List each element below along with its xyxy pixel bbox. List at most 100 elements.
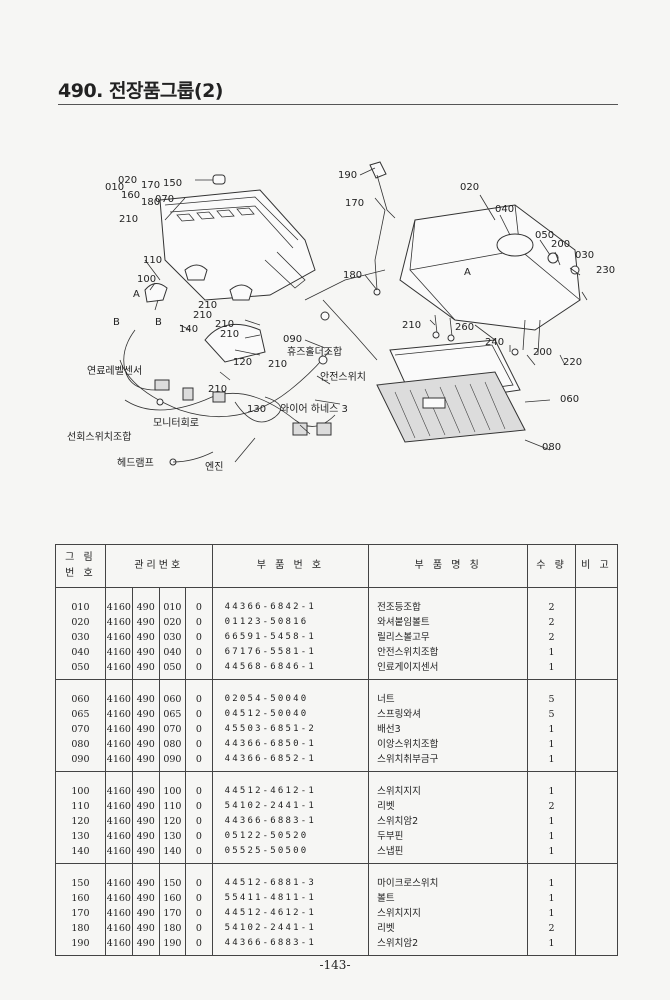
leader-lines — [144, 167, 588, 463]
callout-210-g: 210 — [208, 384, 227, 395]
figure-no-cell: 060 — [55, 692, 106, 707]
mgmt-b-cell: 490 — [131, 737, 160, 752]
mgmt-a-cell: 4160 — [104, 645, 133, 660]
qty-cell: 5 — [527, 707, 576, 722]
exploded-parts-diagram: 010 020 160 170 180 210 150 070 110 100 … — [55, 140, 615, 500]
part-name-cell: 스위치취부금구 — [368, 752, 529, 772]
mgmt-b-cell: 490 — [131, 752, 160, 772]
mgmt-a-cell: 4160 — [104, 799, 133, 814]
qty-cell: 1 — [527, 784, 576, 799]
qty-cell: 1 — [527, 936, 576, 956]
remark-cell — [574, 921, 619, 936]
header-remark: 비 고 — [574, 544, 619, 588]
group-spacer — [55, 587, 619, 600]
figure-no-cell: 110 — [55, 799, 106, 814]
qty-cell: 2 — [527, 630, 576, 645]
callout-020: 020 — [118, 175, 137, 186]
mgmt-a-cell: 4160 — [104, 906, 133, 921]
mgmt-b-cell: 490 — [131, 936, 160, 956]
qty-cell: 1 — [527, 876, 576, 891]
part-no-cell: 66591-5458-1 — [211, 630, 370, 645]
callout-220: 220 — [563, 357, 582, 368]
figure-no-cell: 090 — [55, 752, 106, 772]
figure-no-cell: 065 — [55, 707, 106, 722]
mgmt-d-cell: 0 — [185, 814, 213, 829]
part-name-cell: 리벳 — [368, 799, 529, 814]
callout-210: 210 — [119, 214, 138, 225]
remark-cell — [574, 692, 619, 707]
figure-no-cell: 080 — [55, 737, 106, 752]
mgmt-a-cell: 4160 — [104, 660, 133, 680]
callout-010: 010 — [105, 182, 124, 193]
remark-cell — [574, 707, 619, 722]
callout-120: 120 — [233, 357, 252, 368]
part-name-cell: 두부핀 — [368, 829, 529, 844]
mgmt-d-cell: 0 — [185, 707, 213, 722]
remark-cell — [574, 737, 619, 752]
mgmt-c-cell: 050 — [158, 660, 187, 680]
mgmt-b-cell: 490 — [131, 799, 160, 814]
part-no-cell: 44366-6852-1 — [211, 752, 370, 772]
part-name-cell: 리벳 — [368, 921, 529, 936]
label-fuse-holder: 휴즈홀더조합 — [287, 345, 342, 358]
figure-no-cell: 020 — [55, 615, 106, 630]
part-name-cell: 안전스위치조합 — [368, 645, 529, 660]
qty-cell: 1 — [527, 906, 576, 921]
part-name-cell: 전조등조합 — [368, 600, 529, 615]
mgmt-b-cell: 490 — [131, 600, 160, 615]
callout-190: 190 — [338, 170, 357, 181]
figure-no-cell: 120 — [55, 814, 106, 829]
figure-no-cell: 190 — [55, 936, 106, 956]
mgmt-a-cell: 4160 — [104, 600, 133, 615]
part-no-cell: 05525-50500 — [211, 844, 370, 864]
qty-cell: 2 — [527, 799, 576, 814]
mgmt-a-cell: 4160 — [104, 921, 133, 936]
remark-cell — [574, 829, 619, 844]
callout-a: A — [133, 289, 140, 300]
mgmt-d-cell: 0 — [185, 876, 213, 891]
part-name-cell: 마이크로스위치 — [368, 876, 529, 891]
mgmt-b-cell: 490 — [131, 921, 160, 936]
figure-no-cell: 160 — [55, 891, 106, 906]
callout-030: 030 — [575, 250, 594, 261]
qty-cell: 2 — [527, 615, 576, 630]
page-number: -143- — [319, 958, 351, 972]
mgmt-b-cell: 490 — [131, 784, 160, 799]
parts-table: 그 림 번 호 관리번호 부 품 번 호 부 품 명 칭 수 량 비 고 010… — [55, 544, 619, 956]
mgmt-b-cell: 490 — [131, 630, 160, 645]
mgmt-c-cell: 120 — [158, 814, 187, 829]
mgmt-c-cell: 010 — [158, 600, 187, 615]
figure-no-cell: 150 — [55, 876, 106, 891]
part-no-cell: 67176-5581-1 — [211, 645, 370, 660]
part-name-cell: 배선3 — [368, 722, 529, 737]
mgmt-a-cell: 4160 — [104, 891, 133, 906]
mgmt-c-cell: 160 — [158, 891, 187, 906]
figure-no-cell: 010 — [55, 600, 106, 615]
header-part-no: 부 품 번 호 — [211, 544, 370, 588]
mgmt-c-cell: 065 — [158, 707, 187, 722]
qty-cell: 1 — [527, 814, 576, 829]
remark-cell — [574, 660, 619, 680]
mgmt-a-cell: 4160 — [104, 876, 133, 891]
callout-170-b: 170 — [345, 198, 364, 209]
mgmt-a-cell: 4160 — [104, 814, 133, 829]
figure-no-cell: 170 — [55, 906, 106, 921]
callout-150: 150 — [163, 178, 182, 189]
mgmt-c-cell: 100 — [158, 784, 187, 799]
mgmt-c-cell: 180 — [158, 921, 187, 936]
part-no-cell: 44512-4612-1 — [211, 784, 370, 799]
qty-cell: 1 — [527, 645, 576, 660]
part-name-cell: 인료게이지센서 — [368, 660, 529, 680]
mgmt-d-cell: 0 — [185, 906, 213, 921]
qty-cell: 1 — [527, 660, 576, 680]
mgmt-a-cell: 4160 — [104, 752, 133, 772]
mgmt-d-cell: 0 — [185, 692, 213, 707]
part-no-cell: 44366-6883-1 — [211, 814, 370, 829]
mgmt-c-cell: 030 — [158, 630, 187, 645]
